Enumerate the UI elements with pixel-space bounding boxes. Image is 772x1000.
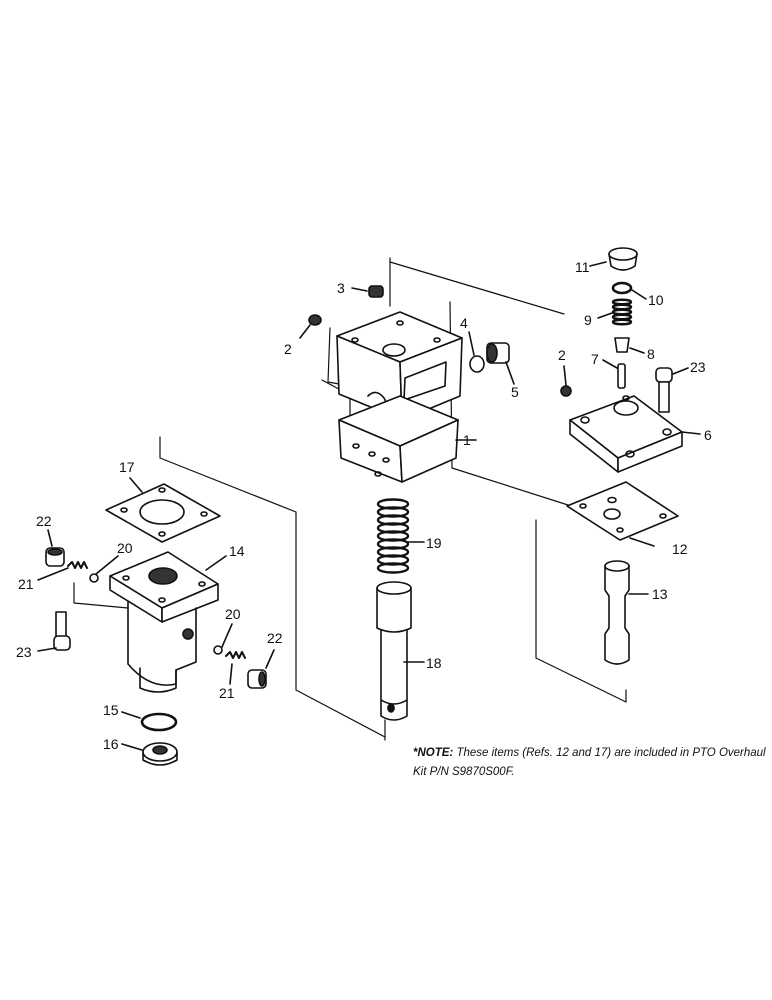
- callout-20-right: 20: [225, 606, 241, 622]
- callout-13: 13: [652, 586, 668, 602]
- part-20-ball-right: [213, 623, 233, 655]
- part-7-pin: [602, 359, 626, 389]
- callout-8: 8: [647, 346, 655, 362]
- callout-23-left: 23: [16, 644, 32, 660]
- part-19-spring: [376, 498, 425, 574]
- callout-10: 10: [648, 292, 664, 308]
- part-12-gasket: [566, 481, 679, 547]
- callout-20-left: 20: [117, 540, 133, 556]
- part-18-shaft: [376, 581, 425, 721]
- part-14-pto-housing: [109, 551, 227, 693]
- callout-5: 5: [511, 384, 519, 400]
- callout-11: 11: [575, 259, 590, 275]
- part-21-spring-right: [225, 651, 246, 685]
- part-21-spring-left: [37, 561, 88, 581]
- note-text: These items (Refs. 12 and 17) are includ…: [413, 747, 766, 778]
- part-11-cap: [589, 247, 638, 271]
- part-8-poppet: [614, 337, 645, 354]
- callout-7: 7: [591, 351, 599, 367]
- callout-18: 18: [426, 655, 442, 671]
- callout-21-right: 21: [219, 685, 235, 701]
- callout-21-left: 21: [18, 576, 34, 592]
- part-15-o-ring: [121, 711, 178, 732]
- callout-2-right: 2: [558, 347, 566, 363]
- callout-23-right: 23: [690, 359, 706, 375]
- callout-22-right: 22: [267, 630, 283, 646]
- part-17-gasket: [105, 477, 221, 543]
- callout-22-left: 22: [36, 513, 52, 529]
- callout-6: 6: [704, 427, 712, 443]
- part-2-screw-right: [560, 365, 572, 397]
- callout-1: 1: [463, 432, 471, 448]
- callout-16: 16: [103, 736, 119, 752]
- callout-17: 17: [119, 459, 135, 475]
- callout-3: 3: [337, 280, 345, 296]
- part-20-ball-left: [89, 555, 119, 583]
- overhaul-kit-note: *NOTE: These items (Refs. 12 and 17) are…: [413, 744, 768, 782]
- part-5-fitting: [486, 342, 515, 385]
- part-16-seal: [121, 742, 178, 766]
- part-22-plug-left: [45, 529, 65, 567]
- callout-2-left: 2: [284, 341, 292, 357]
- callout-19: 19: [426, 535, 442, 551]
- part-22-plug-right: [247, 649, 275, 689]
- part-1-valve-body: [336, 311, 477, 483]
- part-3-plug: [351, 285, 384, 298]
- callout-4: 4: [460, 315, 468, 331]
- note-prefix: *NOTE:: [413, 747, 454, 759]
- part-23-cap-screw-left: [37, 611, 71, 652]
- callout-9: 9: [584, 312, 592, 328]
- part-4-o-ring: [468, 331, 485, 373]
- part-2-screw-left: [299, 314, 322, 339]
- part-13-spool: [604, 560, 649, 665]
- part-6-valve-cover: [569, 395, 701, 473]
- part-10-o-ring: [611, 281, 647, 300]
- callout-labels: 1 2 2 3 4 5 6 7 8 9 10 11 12 13 14 15 16…: [16, 259, 712, 752]
- callout-14: 14: [229, 543, 245, 559]
- part-23-cap-screw-right: [655, 367, 689, 413]
- callout-15: 15: [103, 702, 119, 718]
- part-9-spring: [597, 298, 633, 326]
- callout-12: 12: [672, 541, 688, 557]
